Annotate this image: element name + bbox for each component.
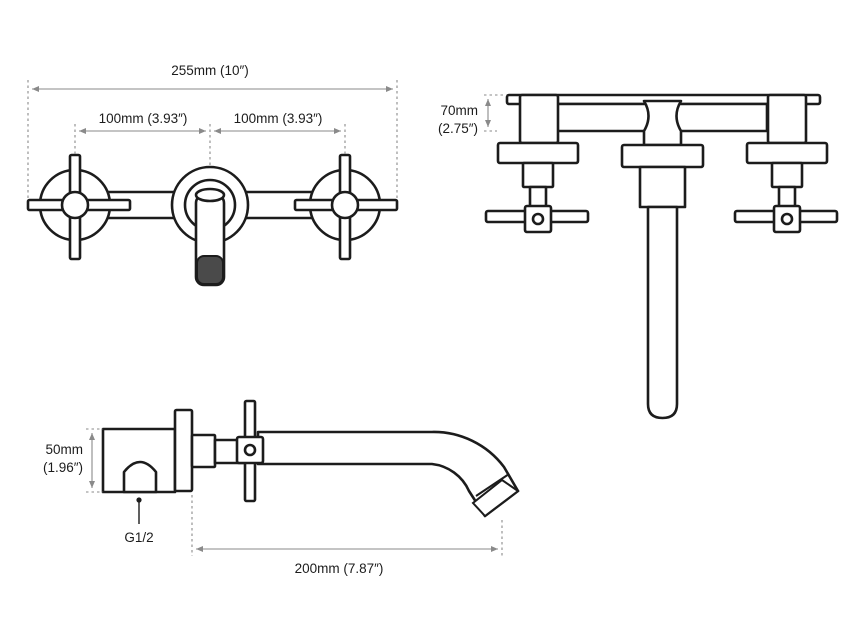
thread-label: G1/2 <box>124 530 153 545</box>
side-height-mm-label: 50mm <box>45 442 83 457</box>
front-view <box>26 153 399 287</box>
top-spout <box>620 99 705 420</box>
left-spacing-label: 100mm (3.93″) <box>99 111 188 126</box>
top-right-valve <box>733 93 839 234</box>
top-left-valve <box>484 93 590 234</box>
top-height-in-label: (2.75″) <box>438 121 478 136</box>
overall-width-label: 255mm (10″) <box>171 63 249 78</box>
top-dimensions: 70mm (2.75″) <box>438 94 507 136</box>
front-dimensions: 255mm (10″) 100mm (3.93″) 100mm (3.93″) <box>27 63 398 200</box>
side-inlet-nut <box>122 460 158 494</box>
front-left-cross-handle <box>26 153 132 261</box>
side-wall-flange <box>173 408 194 493</box>
side-coupling <box>190 433 217 469</box>
front-spout <box>170 165 250 287</box>
top-view <box>484 93 839 420</box>
side-view <box>101 399 520 518</box>
spout-reach-label: 200mm (7.87″) <box>295 561 384 576</box>
front-right-cross-handle <box>293 153 399 261</box>
side-height-in-label: (1.96″) <box>43 460 83 475</box>
side-dimensions: 50mm (1.96″) G1/2 200mm (7.87″) <box>43 428 503 576</box>
right-spacing-label: 100mm (3.93″) <box>234 111 323 126</box>
top-height-mm-label: 70mm <box>440 103 478 118</box>
